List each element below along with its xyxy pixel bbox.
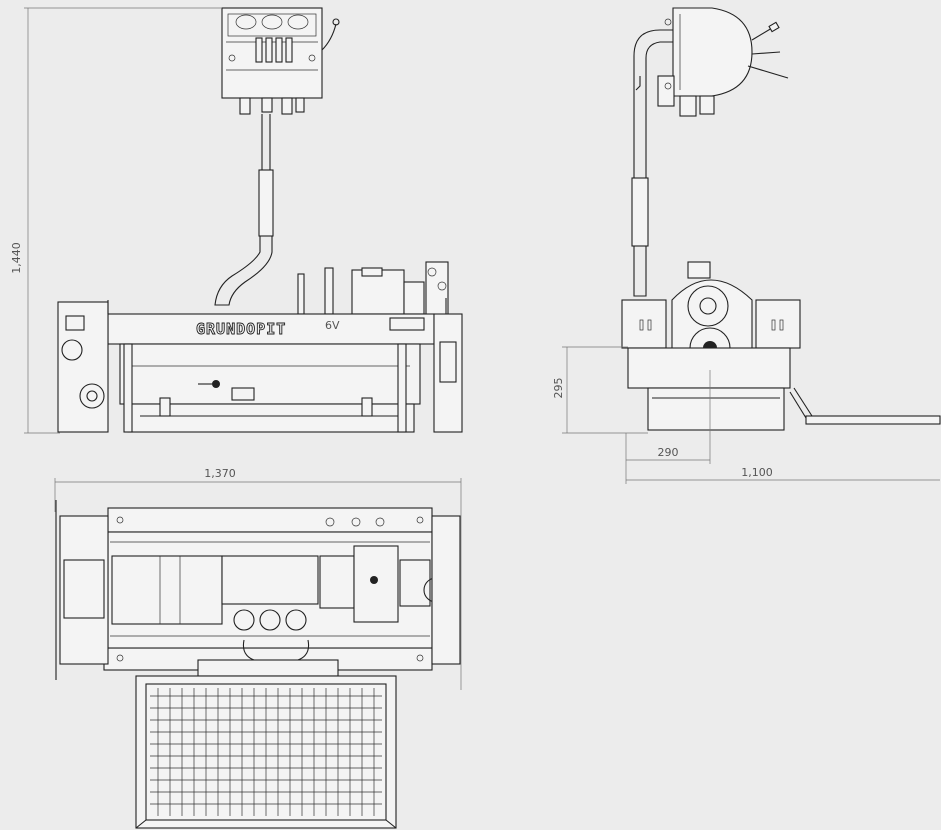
side-height-label: 295 [552,378,565,399]
front-control-panel [221,7,340,115]
front-view: GRUNDOPIT 6V [57,7,463,433]
front-right-mechanism [433,298,463,433]
side-offset-label: 290 [658,446,679,459]
brand-logo-text: GRUNDOPIT [196,320,286,338]
front-height-label: 1,440 [10,242,23,274]
side-view [621,7,941,431]
side-body [621,261,941,431]
brand-suffix: 6V [325,319,340,332]
dim-side-width: 1,100 [626,466,940,481]
front-left-mechanism [57,300,109,433]
dim-top-width: 1,370 [54,467,462,690]
dim-side-offset: 290 [625,370,711,484]
front-body: GRUNDOPIT 6V [107,313,435,433]
top-width-label: 1,370 [204,467,236,480]
top-grate [135,675,397,829]
front-mast [214,114,274,306]
dim-side-height: 295 [552,346,648,434]
side-mast [631,29,673,297]
side-control-box [657,7,789,117]
front-top-components [297,261,449,317]
top-view [55,500,461,680]
side-width-label: 1,100 [741,466,773,479]
dim-front-height: 1,440 [10,7,222,434]
